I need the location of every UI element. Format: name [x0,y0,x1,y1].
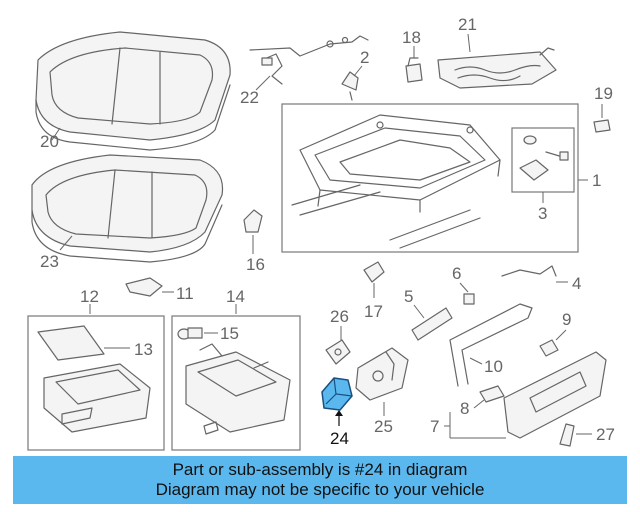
part-25-actuator [355,347,409,401]
part-21-seat-heater [437,47,557,89]
callout-24: 24 [330,429,349,448]
part-23-seat-back-pad [31,154,224,263]
banner-line-1: Part or sub-assembly is #24 in diagram [172,460,468,479]
part-13-mat [37,325,105,361]
part-9-knob [539,339,559,357]
callout-27: 27 [596,425,615,444]
part-8-knob [479,385,505,403]
callout-11: 11 [176,284,194,303]
part-16-bracket [243,209,263,233]
part-6-clip [463,293,475,305]
callout-24-arrow [335,410,343,416]
callout-16: 16 [246,255,265,274]
part-7-side-shield [503,351,607,439]
part-14-tray [185,343,291,435]
callout-10: 10 [484,357,503,376]
banner-line-2: Diagram may not be specific to your vehi… [155,480,485,499]
callout-13: 13 [134,340,153,359]
callout-7: 7 [430,417,439,436]
part-10-wire [449,303,533,387]
part-15-bulb [177,327,203,340]
part-11-cover [125,277,163,297]
callout-2: 2 [360,48,369,67]
callout-4: 4 [572,274,581,293]
part-19-clip [593,119,611,133]
part-22-wire-harness [249,35,369,85]
callout-6: 6 [452,264,461,283]
part-20-seat-cushion-pad [35,31,231,151]
callout-23: 23 [40,252,59,271]
callout-17: 17 [364,302,383,321]
callout-9: 9 [562,310,571,329]
callout-21: 21 [458,15,477,34]
part-3-fasteners [519,135,569,181]
part-27-clip [559,423,575,447]
callout-15: 15 [220,324,239,343]
callout-3: 3 [538,204,547,223]
assembly-14-box [171,315,301,451]
callout-19: 19 [594,84,613,103]
callout-22: 22 [240,88,259,107]
parts-diagram: 20 23 22 2 18 21 19 [27,15,615,451]
callout-18: 18 [402,28,421,47]
part-17-clip [363,261,385,283]
callout-20: 20 [40,132,59,151]
callout-26: 26 [330,307,349,326]
callout-8: 8 [460,399,469,418]
part-4-cable [501,265,557,277]
info-banner: Part or sub-assembly is #24 in diagram D… [13,456,627,504]
assembly-1-frame-box [281,103,579,253]
callout-14: 14 [226,287,245,306]
callout-1: 1 [592,171,601,190]
part-26-cover [325,339,351,365]
part-5-trim [411,307,453,341]
part-24-highlighted[interactable] [321,377,353,411]
part-12-tray [43,363,151,433]
callout-12: 12 [80,287,99,306]
assembly-12-box [27,315,165,451]
callout-25: 25 [374,417,393,436]
part-18-bracket [405,57,423,83]
part-1-seat-frame [291,114,501,249]
callout-5: 5 [404,287,413,306]
part-2-clip [341,71,359,101]
